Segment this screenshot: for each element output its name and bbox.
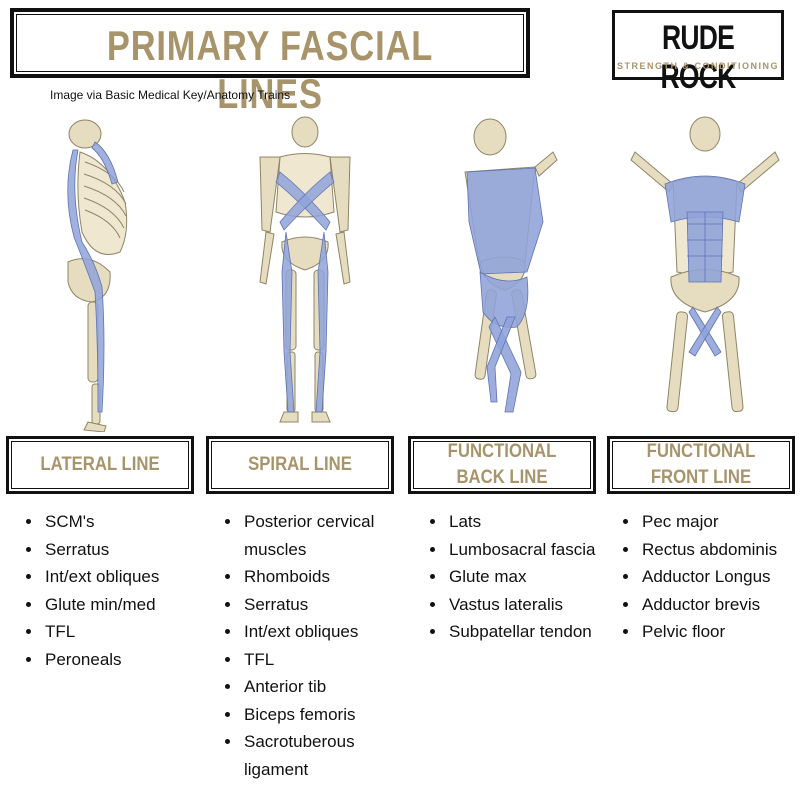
lateral-line-illustration [67,119,128,432]
list-item: Posterior cervical muscles [242,508,412,563]
page-title: PRIMARY FASCIAL LINES [106,22,434,117]
list-item: TFL [43,618,213,646]
logo-tagline: STRENGTH & CONDITIONING [617,61,779,71]
list-item: Int/ext obliques [43,563,213,591]
functional-back-line-illustration [464,118,558,413]
spiral-line-list: Posterior cervical muscles Rhomboids Ser… [222,508,412,783]
list-item: Rhomboids [242,563,412,591]
list-item: Peroneals [43,646,213,674]
section-title: FUNCTIONAL BACK LINE [447,441,557,488]
section-title: SPIRAL LINE [248,454,352,475]
section-header-lateral-line: LATERAL LINE [6,436,194,494]
list-item: Adductor Longus [640,563,800,591]
list-item: SCM's [43,508,213,536]
logo-wordmark: RUDE ROCK [660,19,737,96]
list-item: Rectus abdominis [640,536,800,564]
spiral-line-illustration [259,116,351,423]
list-item: Biceps femoris [242,701,412,729]
list-item: Serratus [242,591,412,619]
list-item: Serratus [43,536,213,564]
list-item: Pelvic floor [640,618,800,646]
title-banner: PRIMARY FASCIAL LINES [10,8,530,117]
section-header-functional-front-line: FUNCTIONAL FRONT LINE [607,436,795,494]
section-title: FUNCTIONAL FRONT LINE [646,441,756,488]
list-item: Anterior tib [242,673,412,701]
list-item: Glute max [447,563,622,591]
list-item: Subpatellar tendon [447,618,622,646]
list-item: Lats [447,508,622,536]
list-item: Int/ext obliques [242,618,412,646]
list-item: TFL [242,646,412,674]
section-title: LATERAL LINE [40,454,160,475]
section-header-functional-back-line: FUNCTIONAL BACK LINE [408,436,596,494]
list-item: Adductor brevis [640,591,800,619]
section-header-spiral-line: SPIRAL LINE [206,436,394,494]
functional-front-line-illustration [630,116,780,413]
list-item: Pec major [640,508,800,536]
lateral-line-list: SCM's Serratus Int/ext obliques Glute mi… [23,508,213,673]
brand-logo: RUDE ROCK STRENGTH & CONDITIONING [612,10,784,96]
functional-front-line-list: Pec major Rectus abdominis Adductor Long… [620,508,800,646]
list-item: Lumbosacral fascia [447,536,622,564]
image-credit: Image via Basic Medical Key/Anatomy Trai… [50,88,291,102]
functional-back-line-list: Lats Lumbosacral fascia Glute max Vastus… [427,508,622,646]
list-item: Glute min/med [43,591,213,619]
list-item: Sacrotuberous ligament [242,728,412,783]
list-item: Vastus lateralis [447,591,622,619]
